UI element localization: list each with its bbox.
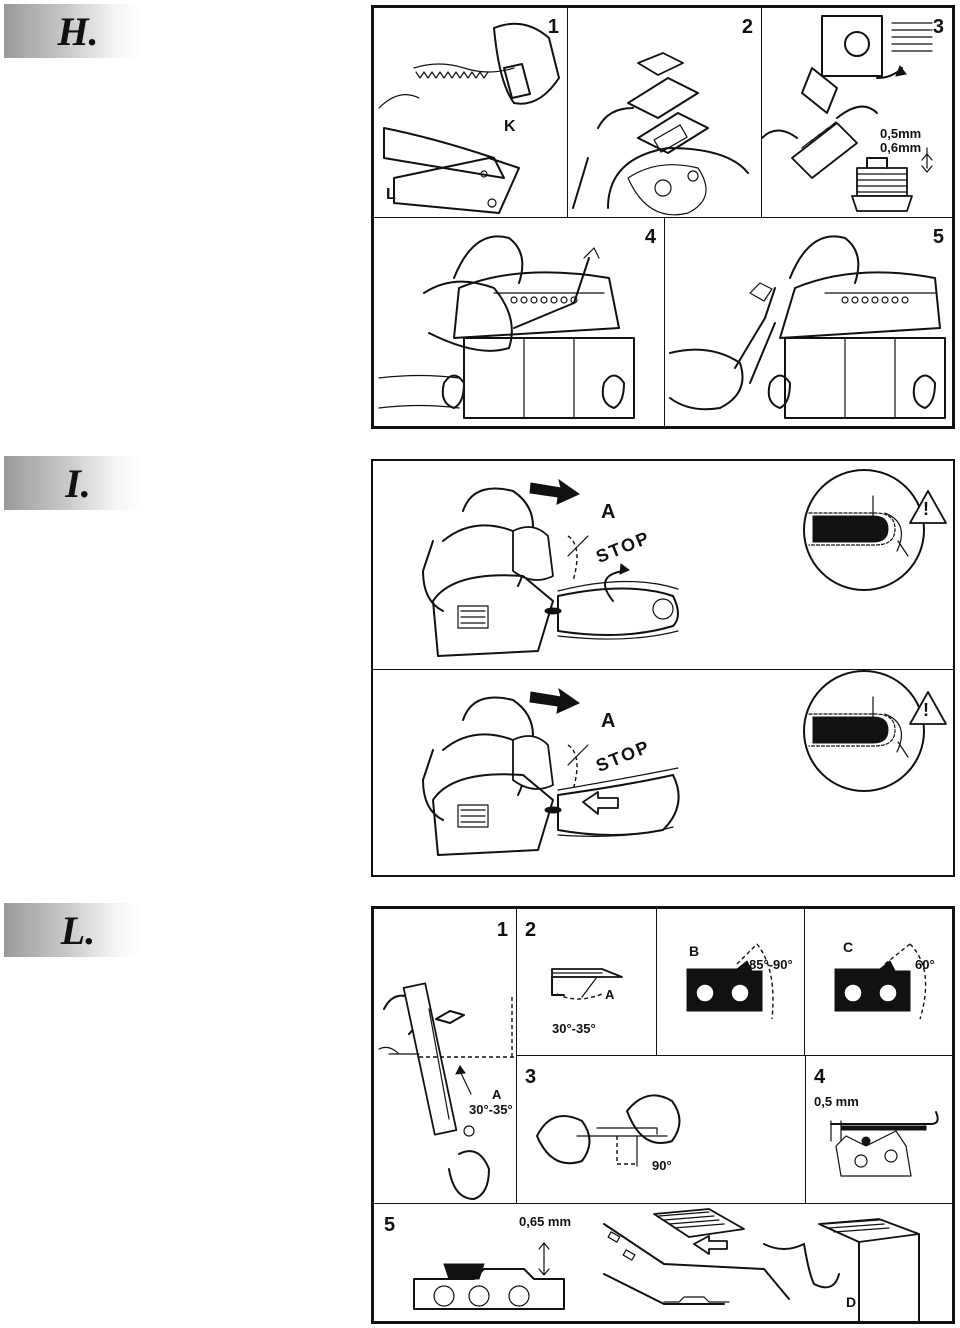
l2b-illustration [686, 943, 774, 1020]
i-panel-bottom: A STOP ! [373, 670, 953, 875]
section-tab-l: L. [4, 903, 142, 957]
gap-value: 0,65 mm [519, 1214, 572, 1229]
warning-symbol: ! [923, 700, 929, 720]
panel-number: 1 [496, 919, 508, 941]
i-bottom-illustration [422, 670, 947, 856]
l2-illustration [551, 968, 623, 1000]
label-a: A [601, 710, 616, 732]
l4-illustration [830, 1111, 939, 1177]
label-c: C [843, 939, 854, 955]
panel-number: 1 [547, 16, 559, 38]
l1-illustration [378, 982, 514, 1200]
panel-number: 3 [932, 16, 944, 38]
panel-number: 4 [644, 226, 656, 248]
label-a: A [492, 1087, 502, 1102]
i-panel-top: A STOP ! [373, 461, 953, 670]
h4-illustration [378, 235, 635, 419]
h5-illustration [669, 235, 946, 419]
gap-value: 0,5 mm [814, 1094, 859, 1109]
label-a: A [605, 987, 615, 1002]
h2-illustration [572, 52, 749, 216]
angle-value: 60° [915, 957, 935, 972]
section-h-frame: 1 K L 2 [371, 5, 955, 429]
h1-illustration [378, 22, 560, 214]
panel-number: 2 [741, 16, 753, 38]
section-title: I. [65, 460, 91, 506]
section-title: H. [57, 8, 99, 54]
angle-value: 90° [652, 1158, 672, 1173]
l3-illustration [536, 1094, 681, 1167]
label-l: L [386, 186, 396, 203]
label-k: K [504, 118, 516, 135]
angle-value: 30°-35° [552, 1021, 596, 1036]
label-b: B [689, 943, 700, 959]
panel-number: 2 [525, 919, 537, 941]
label-a: A [601, 501, 616, 523]
h-panel-4: 4 [373, 217, 665, 427]
label-d: D [846, 1294, 857, 1310]
gap-value: 0,5mm [880, 126, 922, 141]
l-panel-2b: B 85°-90° [656, 908, 805, 1056]
l-panel-2c: C 60° [804, 908, 953, 1056]
i-top-illustration [422, 469, 947, 657]
section-l-frame: 1 A 30°-35° 2 A 30°-35° B 85°-90° [371, 906, 955, 1324]
panel-number: 5 [384, 1214, 396, 1236]
l2c-illustration [834, 943, 927, 1020]
panel-number: 4 [814, 1066, 826, 1088]
angle-value: 30°-35° [469, 1102, 513, 1117]
h3-illustration [762, 15, 933, 212]
l-panel-5: 5 0,65 mm D [373, 1203, 953, 1322]
h-panel-1: 1 K L [373, 7, 568, 218]
l-panel-2: 2 A 30°-35° [516, 908, 657, 1056]
l-panel-4: 4 0,5 mm [805, 1055, 953, 1204]
section-title: L. [60, 907, 96, 953]
l5-illustration [413, 1208, 920, 1321]
section-i-frame: A STOP ! A [371, 459, 955, 877]
section-tab-i: I. [4, 456, 142, 510]
panel-number: 3 [525, 1066, 537, 1088]
h-panel-5: 5 [664, 217, 953, 427]
warning-symbol: ! [923, 499, 929, 519]
l-panel-3: 3 90° [516, 1055, 806, 1204]
h-panel-3: 3 0,5mm 0,6mm [761, 7, 953, 218]
angle-value: 85°-90° [749, 957, 793, 972]
h-panel-2: 2 [567, 7, 762, 218]
l-panel-1: 1 A 30°-35° [373, 908, 517, 1204]
gap-value: 0,6mm [880, 140, 922, 155]
section-tab-h: H. [4, 4, 142, 58]
panel-number: 5 [932, 226, 944, 248]
